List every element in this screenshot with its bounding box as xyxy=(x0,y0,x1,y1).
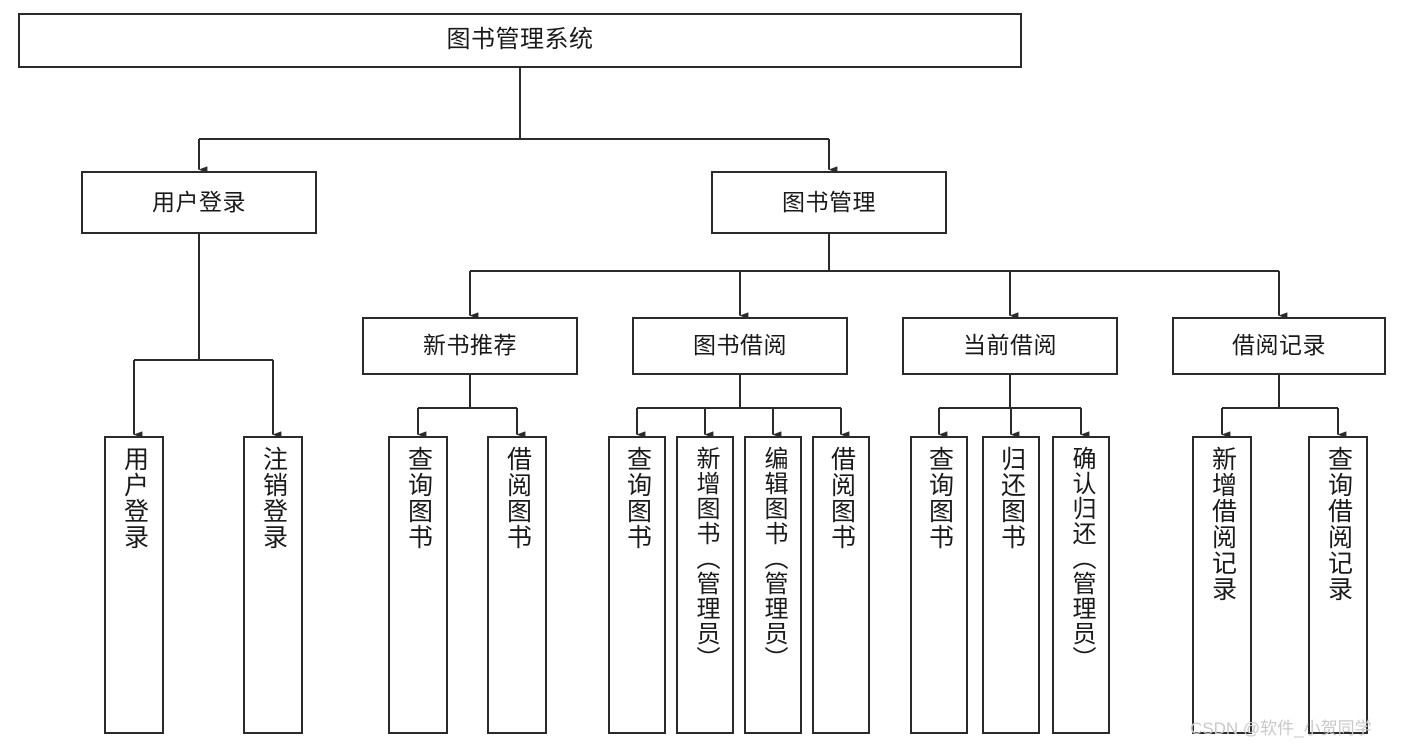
node-label: 图书管理 xyxy=(782,188,876,215)
node-leaf-return-book[interactable]: 归还图书 xyxy=(982,436,1040,734)
node-leaf-user-login[interactable]: 用户登录 xyxy=(104,436,164,734)
node-root[interactable]: 图书管理系统 xyxy=(18,13,1022,68)
node-label: 查询图书 xyxy=(925,446,954,550)
node-leaf-add-record[interactable]: 新增借阅记录 xyxy=(1192,436,1252,734)
node-label: 当前借阅 xyxy=(963,332,1057,359)
node-leaf-edit-book[interactable]: 编辑图书（管理员） xyxy=(744,436,802,734)
node-current-borrow[interactable]: 当前借阅 xyxy=(902,317,1118,375)
node-label: 注销登录 xyxy=(259,446,288,550)
node-label: 查询借阅记录 xyxy=(1324,446,1353,602)
node-label: 新增图书（管理员） xyxy=(692,446,719,671)
node-leaf-query-book-1[interactable]: 查询图书 xyxy=(388,436,448,734)
node-leaf-query-book-2[interactable]: 查询图书 xyxy=(608,436,666,734)
node-label: 用户登录 xyxy=(152,188,246,215)
node-new-book-rec[interactable]: 新书推荐 xyxy=(362,317,578,375)
node-label: 借阅记录 xyxy=(1232,332,1326,359)
node-label: 编辑图书（管理员） xyxy=(760,446,787,671)
node-label: 查询图书 xyxy=(623,446,652,550)
node-label: 查询图书 xyxy=(404,446,433,550)
node-leaf-logout[interactable]: 注销登录 xyxy=(243,436,303,734)
node-leaf-query-book-3[interactable]: 查询图书 xyxy=(910,436,968,734)
node-book-manage[interactable]: 图书管理 xyxy=(711,171,947,234)
node-label: 借阅图书 xyxy=(503,446,532,550)
node-label: 图书借阅 xyxy=(693,332,787,359)
node-leaf-borrow-book-1[interactable]: 借阅图书 xyxy=(487,436,547,734)
node-label: 新增借阅记录 xyxy=(1208,446,1237,602)
node-label: 图书管理系统 xyxy=(446,26,594,54)
node-label: 确认归还（管理员） xyxy=(1068,446,1095,671)
node-leaf-add-book[interactable]: 新增图书（管理员） xyxy=(676,436,734,734)
node-label: 归还图书 xyxy=(997,446,1026,550)
node-borrow-record[interactable]: 借阅记录 xyxy=(1172,317,1386,375)
node-label: 新书推荐 xyxy=(423,332,517,359)
node-leaf-confirm-return[interactable]: 确认归还（管理员） xyxy=(1052,436,1110,734)
node-leaf-query-record[interactable]: 查询借阅记录 xyxy=(1308,436,1368,734)
node-leaf-borrow-book-2[interactable]: 借阅图书 xyxy=(812,436,870,734)
node-user-login[interactable]: 用户登录 xyxy=(81,171,317,234)
node-book-borrow[interactable]: 图书借阅 xyxy=(632,317,848,375)
node-label: 用户登录 xyxy=(120,446,149,550)
node-label: 借阅图书 xyxy=(827,446,856,550)
watermark-label: CSDN @软件_小贺同学 xyxy=(1190,719,1372,738)
